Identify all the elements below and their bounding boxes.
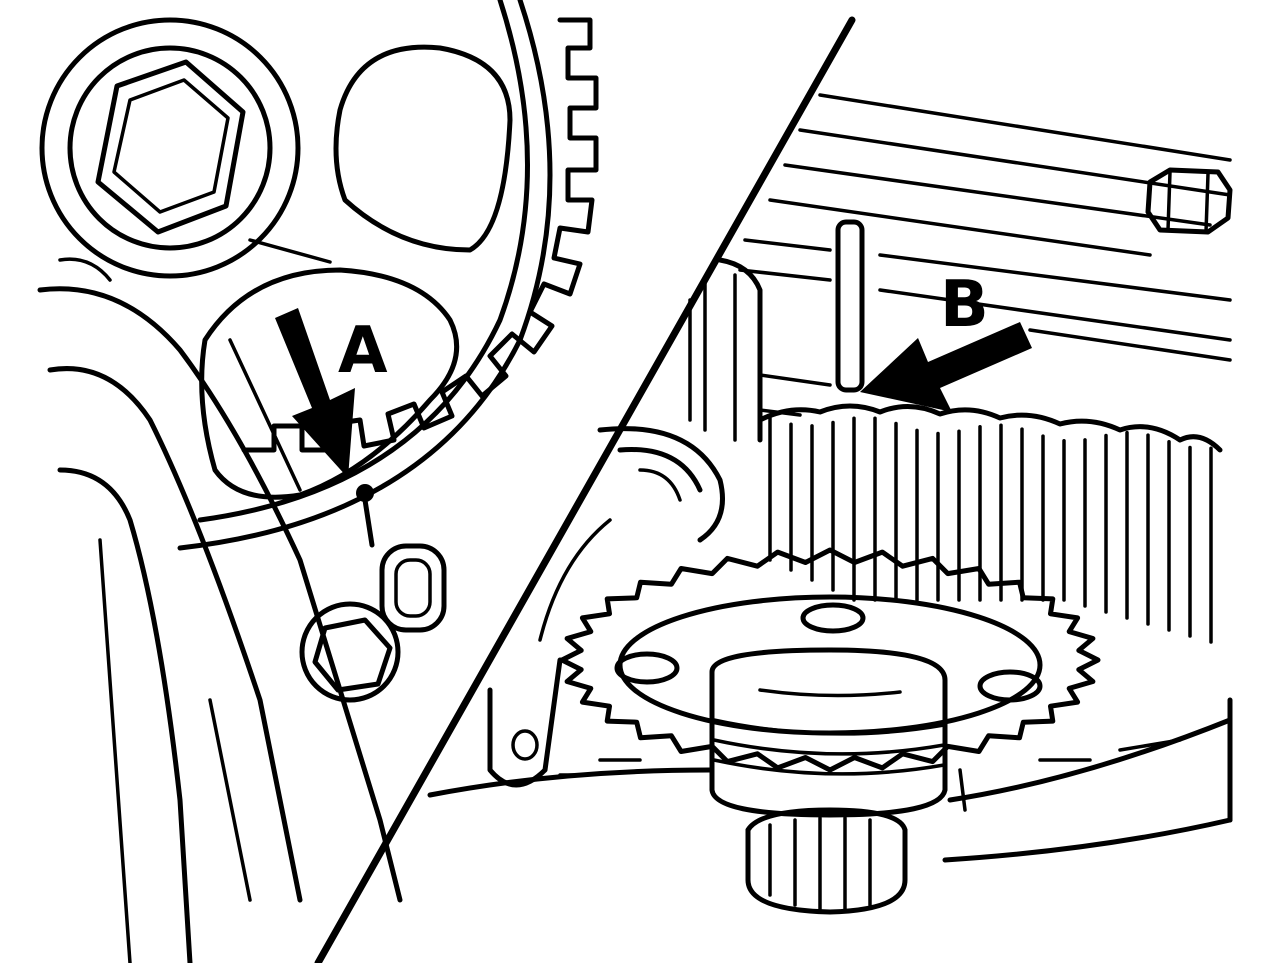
- housing-edge-5: [208, 698, 252, 902]
- lower-housing: [427, 697, 1233, 863]
- arrow-a: [275, 308, 355, 478]
- arrow-b: [860, 322, 1032, 412]
- sprocket-hole-1: [614, 651, 680, 685]
- sprocket-hole-3: [977, 669, 1043, 703]
- tensioner-bolt-head: [312, 617, 393, 693]
- crank-bolt-splines: [745, 807, 908, 915]
- window-detail-line: [228, 338, 302, 492]
- idler-arc-inner: [617, 447, 703, 493]
- crank-sprocket: [559, 547, 1101, 773]
- crank-sprocket-teeth: [559, 547, 1101, 773]
- ring-shadow: [248, 238, 332, 264]
- crank-sprocket-hub-ring: [617, 594, 1043, 736]
- belt-left-ribs: [688, 273, 737, 442]
- belt-left-edge: [717, 257, 763, 443]
- housing-edge-4: [98, 538, 132, 963]
- sprocket-window-lower: [199, 267, 460, 500]
- right-panel: [427, 93, 1233, 915]
- timing-pointer: [835, 219, 865, 393]
- housing-edge-2: [47, 366, 303, 903]
- callout-label-a: A: [338, 314, 388, 388]
- housing-edge-6: [58, 257, 112, 282]
- tensioner-bolt-ring: [299, 601, 401, 703]
- idler-arc-outer: [597, 426, 725, 543]
- left-panel: [37, 0, 599, 963]
- block-lines: [738, 93, 1232, 417]
- belt-top-edge: [757, 403, 1223, 453]
- callout-label-b: B: [940, 268, 989, 342]
- block-hex-bolt: [1145, 167, 1233, 235]
- crankshaft-nose: [709, 647, 948, 818]
- timing-mark-line: [362, 497, 375, 548]
- tensioner-slot: [379, 543, 447, 633]
- tensioner-slot-inner: [394, 558, 432, 618]
- sprocket-window-upper: [333, 44, 513, 253]
- sprocket-teeth: [241, 17, 599, 453]
- hex-bolt: [39, 17, 301, 279]
- adjuster-slot: [487, 518, 612, 788]
- idler-arc-core: [638, 468, 682, 502]
- panel-divider: [314, 16, 856, 963]
- belt-ribs: [768, 416, 1213, 644]
- timing-mark-dot: [356, 484, 374, 502]
- housing-edge-3: [57, 467, 193, 963]
- housing-edge-1: [37, 286, 403, 903]
- sprocket-hole-2: [800, 602, 866, 634]
